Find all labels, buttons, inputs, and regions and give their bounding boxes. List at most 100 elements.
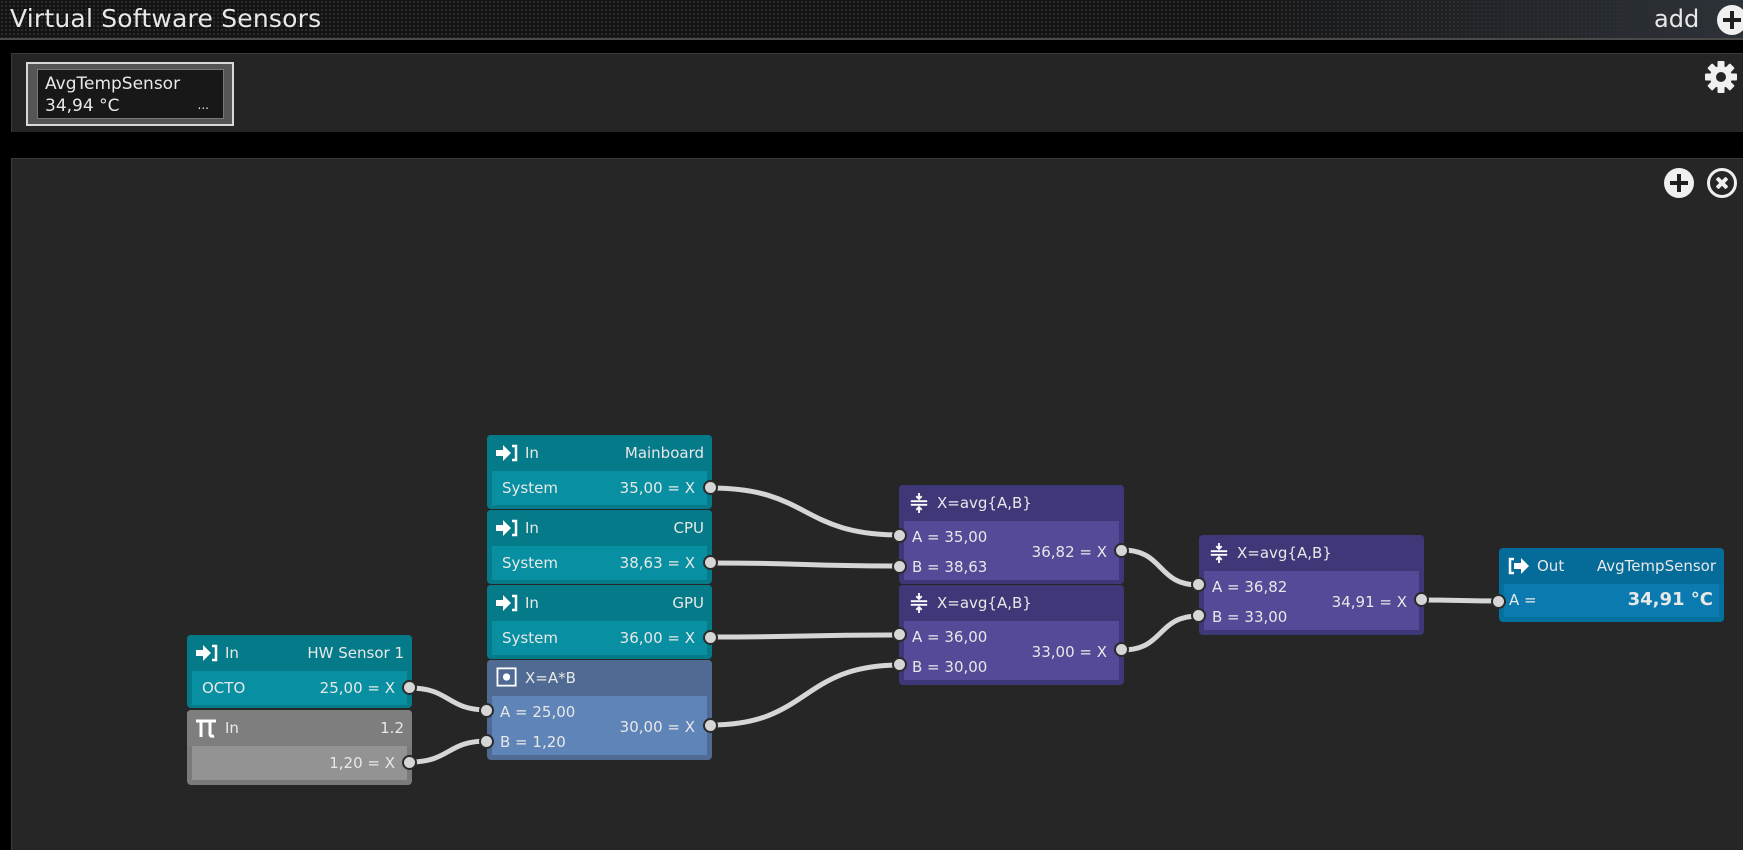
node-formula: X=avg{A,B} bbox=[937, 594, 1032, 612]
input-arrow-icon bbox=[196, 644, 218, 662]
input-a-value: A = 25,00 bbox=[500, 703, 576, 721]
node-body: A = 25,00 B = 1,20 30,00 = X bbox=[492, 696, 707, 755]
node-gpu[interactable]: In GPU System 36,00 = X bbox=[487, 585, 718, 659]
node-header[interactable]: Out AvgTempSensor bbox=[1499, 548, 1724, 584]
node-body: System 36,00 = X bbox=[492, 621, 707, 655]
sensor-tile-more-button[interactable]: ... bbox=[197, 98, 209, 112]
node-name: GPU bbox=[672, 594, 704, 612]
node-multiply[interactable]: X=A*B A = 25,00 B = 1,20 30,00 = X bbox=[479, 660, 718, 760]
output-port[interactable] bbox=[703, 555, 718, 570]
node-body: System 35,00 = X bbox=[492, 471, 707, 505]
add-sensor-label[interactable]: add bbox=[1654, 5, 1700, 33]
gear-icon[interactable] bbox=[1704, 60, 1738, 94]
output-port[interactable] bbox=[703, 718, 718, 733]
input-port-b[interactable] bbox=[892, 559, 907, 574]
node-header[interactable]: In GPU bbox=[487, 585, 712, 621]
node-body: A = 36,00 B = 30,00 33,00 = X bbox=[904, 621, 1119, 680]
node-label: OCTO bbox=[202, 679, 246, 697]
app-title: Virtual Software Sensors bbox=[10, 4, 322, 33]
node-cpu[interactable]: In CPU System 38,63 = X bbox=[487, 510, 718, 584]
input-b-value: B = 30,00 bbox=[912, 658, 988, 676]
node-body: 1,20 = X bbox=[192, 746, 407, 780]
input-port-a[interactable] bbox=[479, 703, 494, 718]
node-body: System 38,63 = X bbox=[492, 546, 707, 580]
node-hw-sensor[interactable]: In HW Sensor 1 OCTO 25,00 = X bbox=[187, 635, 417, 708]
node-kind: In bbox=[225, 719, 239, 737]
output-port[interactable] bbox=[703, 630, 718, 645]
input-a-value: A = 36,82 bbox=[1212, 578, 1288, 596]
node-kind: In bbox=[525, 444, 539, 462]
node-formula: X=avg{A,B} bbox=[1237, 544, 1332, 562]
node-name: AvgTempSensor bbox=[1596, 557, 1716, 575]
average-icon bbox=[1210, 543, 1228, 563]
node-label: System bbox=[502, 479, 558, 497]
add-sensor-button[interactable] bbox=[1717, 5, 1743, 35]
node-output-value: 35,00 = X bbox=[619, 479, 695, 497]
input-port-b[interactable] bbox=[1191, 608, 1206, 623]
node-label: System bbox=[502, 554, 558, 572]
input-port-a[interactable] bbox=[892, 528, 907, 543]
node-output-value: 38,63 = X bbox=[619, 554, 695, 572]
average-icon bbox=[910, 593, 928, 613]
node-formula: X=A*B bbox=[525, 669, 576, 687]
sensor-panel: AvgTempSensor 34,94 °C ... bbox=[11, 53, 1743, 132]
node-header[interactable]: X=avg{A,B} bbox=[899, 585, 1124, 621]
input-port-b[interactable] bbox=[479, 734, 494, 749]
input-port-a[interactable] bbox=[1491, 594, 1506, 609]
node-name: Mainboard bbox=[624, 444, 704, 462]
input-port-b[interactable] bbox=[892, 657, 907, 672]
node-mainboard[interactable]: In Mainboard System 35,00 = X bbox=[487, 435, 718, 509]
node-kind: In bbox=[225, 644, 239, 662]
close-canvas-button[interactable] bbox=[1707, 168, 1737, 198]
node-average-3[interactable]: X=avg{A,B} A = 36,82 B = 33,00 34,91 = X bbox=[1191, 535, 1429, 635]
node-formula: X=avg{A,B} bbox=[937, 494, 1032, 512]
node-header[interactable]: In HW Sensor 1 bbox=[187, 635, 412, 671]
input-a-value: A = 36,00 bbox=[912, 628, 988, 646]
node-header[interactable]: In CPU bbox=[487, 510, 712, 546]
node-output-value: 34,91 °C bbox=[1627, 589, 1713, 610]
node-constant[interactable]: In 1.2 1,20 = X bbox=[187, 710, 417, 785]
node-body: A = 36,82 B = 33,00 34,91 = X bbox=[1204, 571, 1419, 630]
add-node-button[interactable] bbox=[1664, 168, 1694, 198]
node-output-value: 36,82 = X bbox=[1031, 543, 1107, 561]
output-port[interactable] bbox=[402, 755, 417, 770]
node-output-value: 33,00 = X bbox=[1031, 643, 1107, 661]
output-port[interactable] bbox=[1114, 642, 1129, 657]
node-body: A = 35,00 B = 38,63 36,82 = X bbox=[904, 521, 1119, 580]
input-b-value: B = 33,00 bbox=[1212, 608, 1288, 626]
node-average-2[interactable]: X=avg{A,B} A = 36,00 B = 30,00 33,00 = X bbox=[892, 585, 1129, 685]
node-output[interactable]: Out AvgTempSensor A = 34,91 °C bbox=[1491, 548, 1724, 622]
node-kind: In bbox=[525, 594, 539, 612]
input-arrow-icon bbox=[496, 594, 518, 612]
node-name: CPU bbox=[673, 519, 705, 537]
node-header[interactable]: X=avg{A,B} bbox=[899, 485, 1124, 521]
node-label: System bbox=[502, 629, 558, 647]
node-kind: Out bbox=[1537, 557, 1565, 575]
input-port-a[interactable] bbox=[892, 627, 907, 642]
sensor-tile[interactable]: AvgTempSensor 34,94 °C ... bbox=[26, 62, 234, 126]
input-port-a[interactable] bbox=[1191, 577, 1206, 592]
node-output-value: 1,20 = X bbox=[329, 754, 395, 772]
node-average-1[interactable]: X=avg{A,B} A = 35,00 B = 38,63 36,82 = X bbox=[892, 485, 1129, 584]
output-port[interactable] bbox=[1114, 543, 1129, 558]
node-header[interactable]: X=avg{A,B} bbox=[1199, 535, 1424, 571]
node-name: HW Sensor 1 bbox=[307, 644, 404, 662]
average-icon bbox=[910, 493, 928, 513]
node-header[interactable]: In 1.2 bbox=[187, 710, 412, 746]
node-output-value: 34,91 = X bbox=[1331, 593, 1407, 611]
node-header[interactable]: In Mainboard bbox=[487, 435, 712, 471]
sensor-tile-value: 34,94 °C bbox=[45, 96, 120, 116]
sensor-tile-inner: AvgTempSensor 34,94 °C ... bbox=[37, 69, 224, 119]
node-header[interactable]: X=A*B bbox=[487, 660, 712, 696]
output-port[interactable] bbox=[402, 680, 417, 695]
output-port[interactable] bbox=[1414, 592, 1429, 607]
input-a-value: A = 35,00 bbox=[912, 528, 988, 546]
input-b-value: B = 1,20 bbox=[500, 733, 566, 751]
node-output-value: 25,00 = X bbox=[319, 679, 395, 697]
node-kind: In bbox=[525, 519, 539, 537]
node-output-value: 36,00 = X bbox=[619, 629, 695, 647]
node-body: OCTO 25,00 = X bbox=[192, 671, 407, 705]
input-arrow-icon bbox=[496, 444, 518, 462]
multiply-icon bbox=[496, 667, 517, 687]
output-port[interactable] bbox=[703, 480, 718, 495]
